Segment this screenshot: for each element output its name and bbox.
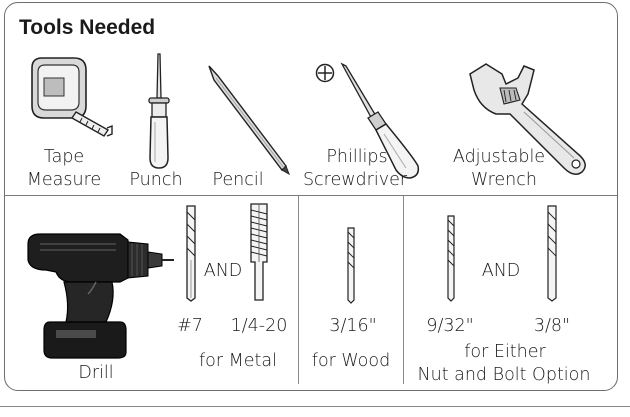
divider-metal-wood (298, 196, 299, 384)
tape-label-line2: Measure (26, 170, 102, 190)
wood-bit-label: 3/16" (329, 316, 377, 336)
tape-measure-icon (31, 57, 113, 137)
wood-caption: for Wood (311, 351, 391, 371)
drill-bit-icon (347, 227, 355, 304)
either-caption-line1: for Either (464, 342, 546, 362)
bottom-rule (0, 406, 630, 407)
drill-bit-icon (547, 205, 557, 302)
punch-icon (148, 53, 170, 169)
metal-and-label: AND (203, 261, 243, 281)
drill-icon (27, 233, 174, 359)
pencil-label: Pencil (212, 170, 264, 190)
either-and-label: AND (481, 261, 521, 281)
page-title: Tools Needed (19, 16, 156, 39)
tap-icon (250, 203, 268, 301)
drill-bit-icon (186, 205, 196, 302)
tape-label-line1: Tape (43, 147, 85, 167)
wrench-label-line1: Adjustable (452, 147, 546, 167)
drill-bit-icon (447, 215, 455, 302)
either-caption-line2: Nut and Bolt Option (417, 365, 591, 385)
pencil-icon (208, 65, 290, 176)
phillips-label-line2: Screwdriver (302, 170, 408, 190)
metal-caption: for Metal (199, 351, 277, 371)
metal-bit-label: #7 (177, 316, 203, 336)
either-bit2-label: 3/8" (533, 316, 571, 336)
phillips-label-line1: Phillips (326, 147, 388, 167)
divider-wood-either (403, 196, 404, 384)
section-divider (4, 195, 618, 196)
tools-panel (4, 2, 618, 391)
wrench-label-line2: Wrench (471, 170, 537, 190)
metal-tap-label: 1/4-20 (230, 316, 288, 336)
punch-label: Punch (129, 170, 183, 190)
drill-label: Drill (78, 363, 114, 383)
phillips-screwdriver-icon (315, 62, 420, 179)
either-bit1-label: 9/32" (426, 316, 474, 336)
adjustable-wrench-icon (469, 63, 586, 175)
